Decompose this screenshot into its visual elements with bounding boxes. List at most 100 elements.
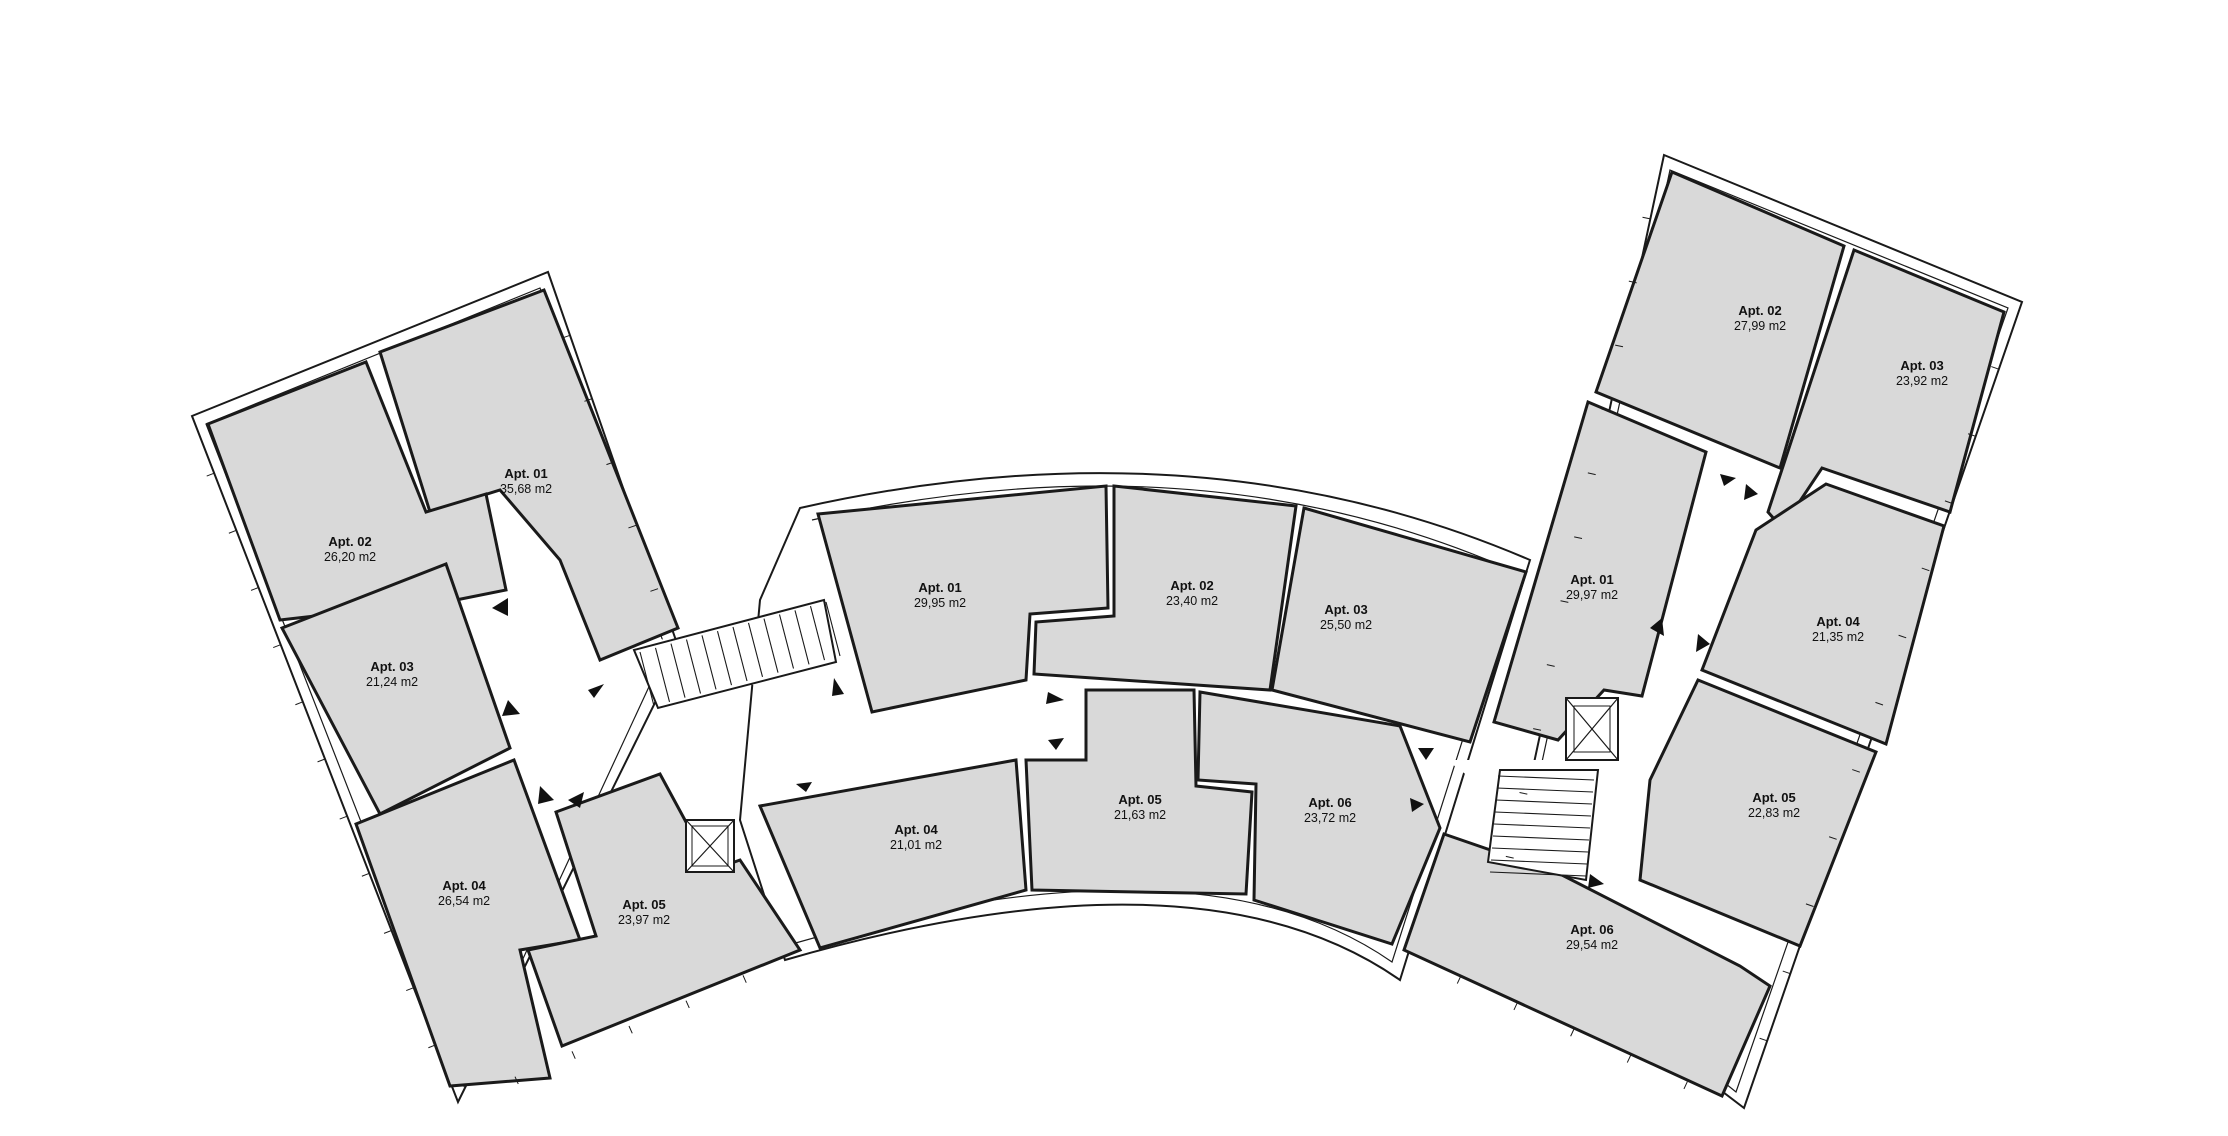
window-mullion — [584, 398, 593, 402]
entry-arrow — [568, 792, 584, 808]
window-mullion — [273, 644, 281, 649]
window-mullion — [1805, 903, 1814, 907]
left-stair — [632, 598, 841, 710]
entry-arrow — [1744, 484, 1758, 500]
apt-area-label: 23,92 m2 — [1896, 374, 1948, 388]
apt-area-label: 21,35 m2 — [1812, 630, 1864, 644]
entry-arrow — [1418, 748, 1434, 760]
apt-area-label: 29,95 m2 — [914, 596, 966, 610]
center-wing — [757, 484, 1528, 950]
apartment-labels: Apt. 01 35,68 m2 Apt. 02 26,20 m2 Apt. 0… — [324, 303, 1948, 952]
window-mullion — [339, 815, 348, 820]
apt-name-label: Apt. 02 — [1170, 578, 1213, 593]
apt-name-label: Apt. 04 — [442, 878, 486, 893]
right-wing — [1402, 169, 2006, 1099]
window-mullion — [250, 587, 259, 591]
window-mullion — [1628, 280, 1637, 284]
window-mullion — [1828, 836, 1837, 840]
window-mullion — [383, 930, 392, 934]
apt-name-label: Apt. 01 — [918, 580, 961, 595]
apt-name-label: Apt. 04 — [894, 822, 938, 837]
apt-area-label: 25,50 m2 — [1320, 618, 1372, 632]
stair-tread — [1490, 859, 1588, 865]
left-apt-03-room — [279, 562, 512, 817]
corridors — [470, 455, 1720, 860]
window-mullion — [685, 1000, 690, 1009]
entry-arrow — [502, 700, 520, 716]
entry-arrow — [832, 678, 844, 696]
apt-area-label: 27,99 m2 — [1734, 319, 1786, 333]
center-apt-06-room — [1196, 690, 1442, 946]
window-mullion — [228, 529, 237, 534]
stair-tread — [732, 626, 748, 682]
apt-name-label: Apt. 03 — [1324, 602, 1367, 617]
stair-tread — [1491, 847, 1589, 853]
apt-name-label: Apt. 01 — [504, 466, 547, 481]
stair-tread — [701, 635, 717, 690]
entry-arrow — [588, 684, 604, 698]
window-mullion — [742, 975, 747, 983]
entry-arrow — [1650, 618, 1664, 636]
window-mullion — [317, 758, 326, 763]
right-apt-03-room — [1766, 247, 2006, 531]
center-apt-05-room — [1024, 688, 1254, 896]
apt-area-label: 23,40 m2 — [1166, 594, 1218, 608]
window-mullion — [628, 1025, 633, 1034]
apt-name-label: Apt. 05 — [1118, 792, 1161, 807]
right-apt-01-room — [1492, 399, 1708, 742]
entry-arrow — [1696, 634, 1710, 652]
apt-name-label: Apt. 06 — [1308, 795, 1351, 810]
right-apt-05-room — [1638, 678, 1878, 948]
stair-tread — [825, 601, 841, 657]
apt-name-label: Apt. 02 — [328, 534, 371, 549]
apt-area-label: 22,83 m2 — [1748, 806, 1800, 820]
window-mullion — [295, 701, 304, 706]
stair-tread — [1493, 823, 1591, 829]
left-elevator — [685, 819, 735, 873]
entry-arrow — [1410, 798, 1424, 812]
apt-area-label: 23,97 m2 — [618, 913, 670, 927]
center-apt-04-room — [757, 758, 1028, 950]
apt-name-label: Apt. 04 — [1816, 614, 1860, 629]
window-mullion — [1642, 216, 1651, 220]
apt-area-label: 29,97 m2 — [1566, 588, 1618, 602]
apt-area-label: 29,54 m2 — [1566, 938, 1618, 952]
stair-tread — [794, 610, 810, 665]
window-mullion — [514, 1076, 519, 1085]
window-mullion — [1533, 728, 1542, 731]
entry-arrow — [1720, 474, 1736, 486]
apt-name-label: Apt. 01 — [1570, 572, 1613, 587]
left-apt-05-room — [526, 772, 803, 1048]
window-mullion — [1921, 567, 1930, 572]
window-mullion — [1574, 536, 1583, 539]
center-apt-03-room — [1270, 506, 1528, 744]
window-mullion — [606, 461, 615, 466]
stair-tread — [716, 631, 733, 686]
stair-tread — [763, 618, 779, 673]
window-mullion — [1759, 1037, 1768, 1042]
window-mullion — [361, 872, 370, 877]
entry-arrow — [538, 786, 554, 804]
window-mullion — [1560, 600, 1569, 603]
apt-name-label: Apt. 05 — [1752, 790, 1795, 805]
window-mullion — [1587, 472, 1596, 476]
stair-tread — [1492, 835, 1590, 841]
left-wing — [206, 288, 841, 1088]
window-mullion — [1570, 1028, 1575, 1037]
window-mullion — [1505, 855, 1514, 859]
apt-name-label: Apt. 03 — [370, 659, 413, 674]
window-mullion — [428, 1044, 437, 1049]
center-apt-01-room — [816, 484, 1110, 714]
apt-area-label: 23,72 m2 — [1304, 811, 1356, 825]
apt-area-label: 35,68 m2 — [500, 482, 552, 496]
windows — [206, 216, 1999, 1090]
window-mullion — [1513, 1002, 1518, 1011]
apt-name-label: Apt. 05 — [622, 897, 665, 912]
window-mullion — [1456, 976, 1462, 984]
right-stair — [1486, 769, 1600, 882]
entry-arrow — [1046, 692, 1064, 704]
entry-arrow — [1048, 738, 1064, 750]
apt-area-label: 21,63 m2 — [1114, 808, 1166, 822]
right-elevator — [1565, 697, 1619, 761]
